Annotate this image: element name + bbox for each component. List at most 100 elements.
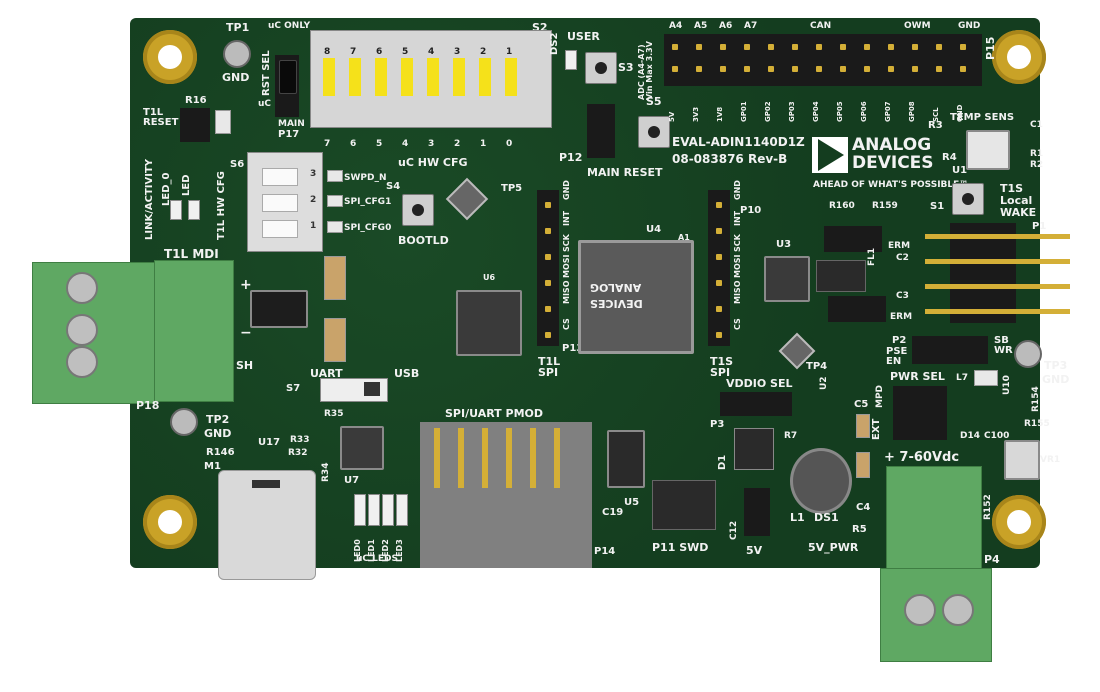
label-gnd4: GND	[1042, 373, 1070, 386]
led-uc-0	[354, 494, 366, 526]
bootld-button-s4[interactable]	[402, 194, 434, 226]
jumper-pwr-sel[interactable]	[893, 386, 947, 440]
label-vr1: VR1	[1040, 455, 1061, 465]
label-tp5: TP5	[501, 183, 523, 194]
led-uc-3	[396, 494, 408, 526]
screw-p18-1[interactable]	[66, 272, 98, 304]
label-sb-wr: SB WR	[994, 335, 1013, 356]
usb-c-connector[interactable]	[218, 470, 316, 580]
dip-s6-slot-2[interactable]	[262, 194, 298, 212]
test-point-tp2[interactable]	[170, 408, 198, 436]
board-name: EVAL-ADIN1140D1Z	[672, 135, 805, 149]
screw-p4-2[interactable]	[942, 594, 974, 626]
label-t1l-spi: T1L SPI	[538, 355, 561, 379]
label-u6: U6	[483, 273, 496, 282]
jumper-cap[interactable]	[279, 60, 297, 94]
p15-bottom-label: GP06	[860, 101, 868, 122]
dip-s2-slot[interactable]	[323, 58, 335, 96]
swd-connector-p11[interactable]	[652, 480, 716, 530]
label-t1l-reset: T1L RESET	[143, 107, 179, 128]
usb-c-port[interactable]	[252, 480, 280, 488]
jumper-erm-bottom[interactable]	[828, 296, 886, 322]
dip-s6-slot-3[interactable]	[262, 168, 298, 186]
terminal-p4-plug[interactable]	[880, 568, 992, 662]
label-uc-hw-cfg: uC HW CFG	[398, 156, 468, 169]
jumper-t1l-reset[interactable]	[180, 108, 210, 142]
label-r4: R4	[942, 152, 957, 163]
label-5v-pwr: 5V_PWR	[808, 541, 859, 554]
test-point-tp1[interactable]	[223, 40, 251, 68]
p15-pin	[696, 66, 702, 72]
s2-top-pin: 4	[428, 47, 435, 57]
jumper-p12[interactable]	[587, 104, 615, 158]
terminal-p18-body[interactable]	[154, 260, 234, 402]
label-spi-uart-pmod: SPI/UART PMOD	[445, 407, 544, 420]
mounting-hole-icon	[992, 30, 1046, 84]
label-r154: R154	[1031, 386, 1041, 412]
led-uc-1	[368, 494, 380, 526]
label-r32: R32	[288, 448, 308, 458]
dip-s2-slot[interactable]	[349, 58, 361, 96]
label-swpd-n: SWPD_N	[344, 173, 387, 183]
dip-s2-slot[interactable]	[427, 58, 439, 96]
jumper-5v[interactable]	[744, 488, 770, 536]
jumper-p2[interactable]	[912, 336, 988, 364]
header-p15[interactable]	[664, 34, 982, 86]
header-p13[interactable]	[537, 190, 559, 346]
dip-s2-slot[interactable]	[453, 58, 465, 96]
label-r35: R35	[324, 409, 344, 419]
label-t1l-mdi: T1L MDI	[164, 247, 219, 261]
dip-s2-slot[interactable]	[375, 58, 387, 96]
label-r33: R33	[290, 435, 310, 445]
p15-pin	[816, 66, 822, 72]
screw-p18-2[interactable]	[66, 314, 98, 346]
filter-fl1	[816, 260, 866, 292]
user-button-s3[interactable]	[585, 52, 617, 84]
u4-brand2: DEVICES	[590, 297, 643, 310]
dip-s2-slot[interactable]	[401, 58, 413, 96]
p10-pins-label: GND	[733, 180, 742, 200]
main-reset-button-s5[interactable]	[638, 116, 670, 148]
t1s-wake-button-s1[interactable]	[952, 183, 984, 215]
label-p14: P14	[594, 546, 616, 557]
label-main: MAIN	[278, 119, 305, 129]
p15-bottom-label: GP03	[788, 101, 796, 122]
label-usb: USB	[394, 367, 420, 380]
label-tp1: TP1	[226, 21, 250, 34]
p15-pin	[768, 44, 774, 50]
screw-p4-1[interactable]	[904, 594, 936, 626]
dip-s2-slot[interactable]	[479, 58, 491, 96]
s2-bottom-pin: 2	[454, 139, 461, 149]
mounting-hole-icon	[992, 495, 1046, 549]
screw-p18-3[interactable]	[66, 346, 98, 378]
label-r159: R159	[872, 201, 898, 211]
label-c100: C100	[984, 431, 1010, 441]
p15-bottom-label: GP02	[764, 101, 772, 122]
inductor-l1	[790, 448, 852, 514]
label-c12: C12	[729, 520, 739, 540]
chip-u3	[764, 256, 810, 302]
p15-bottom-label: 5V	[668, 111, 676, 122]
p13-pins-pin	[545, 280, 551, 286]
terminal-p4[interactable]	[886, 466, 982, 570]
header-p10[interactable]	[708, 190, 730, 346]
label-gnd2: GND	[204, 427, 232, 440]
p15-pin	[840, 44, 846, 50]
chip-transformer	[250, 290, 308, 328]
header-p1[interactable]	[950, 223, 1016, 323]
p13-pins-pin	[545, 254, 551, 260]
label-u10: U10	[1002, 375, 1012, 395]
test-point-tp3[interactable]	[1014, 340, 1042, 368]
component-l7	[974, 370, 998, 386]
dip-s2-slot[interactable]	[505, 58, 517, 96]
label-uc-leds: uC LEDS	[356, 554, 398, 564]
p14-pin	[482, 428, 488, 488]
dip-s6-slot-1[interactable]	[262, 220, 298, 238]
label-a6: A6	[719, 21, 733, 31]
p14-pin	[554, 428, 560, 488]
jumper-erm-top[interactable]	[824, 226, 882, 252]
diode-d1	[734, 428, 774, 470]
jumper-vddio-sel[interactable]	[720, 392, 792, 416]
uart-usb-switch-knob[interactable]	[364, 382, 380, 396]
p10-pins-label: MOSI	[733, 254, 742, 279]
